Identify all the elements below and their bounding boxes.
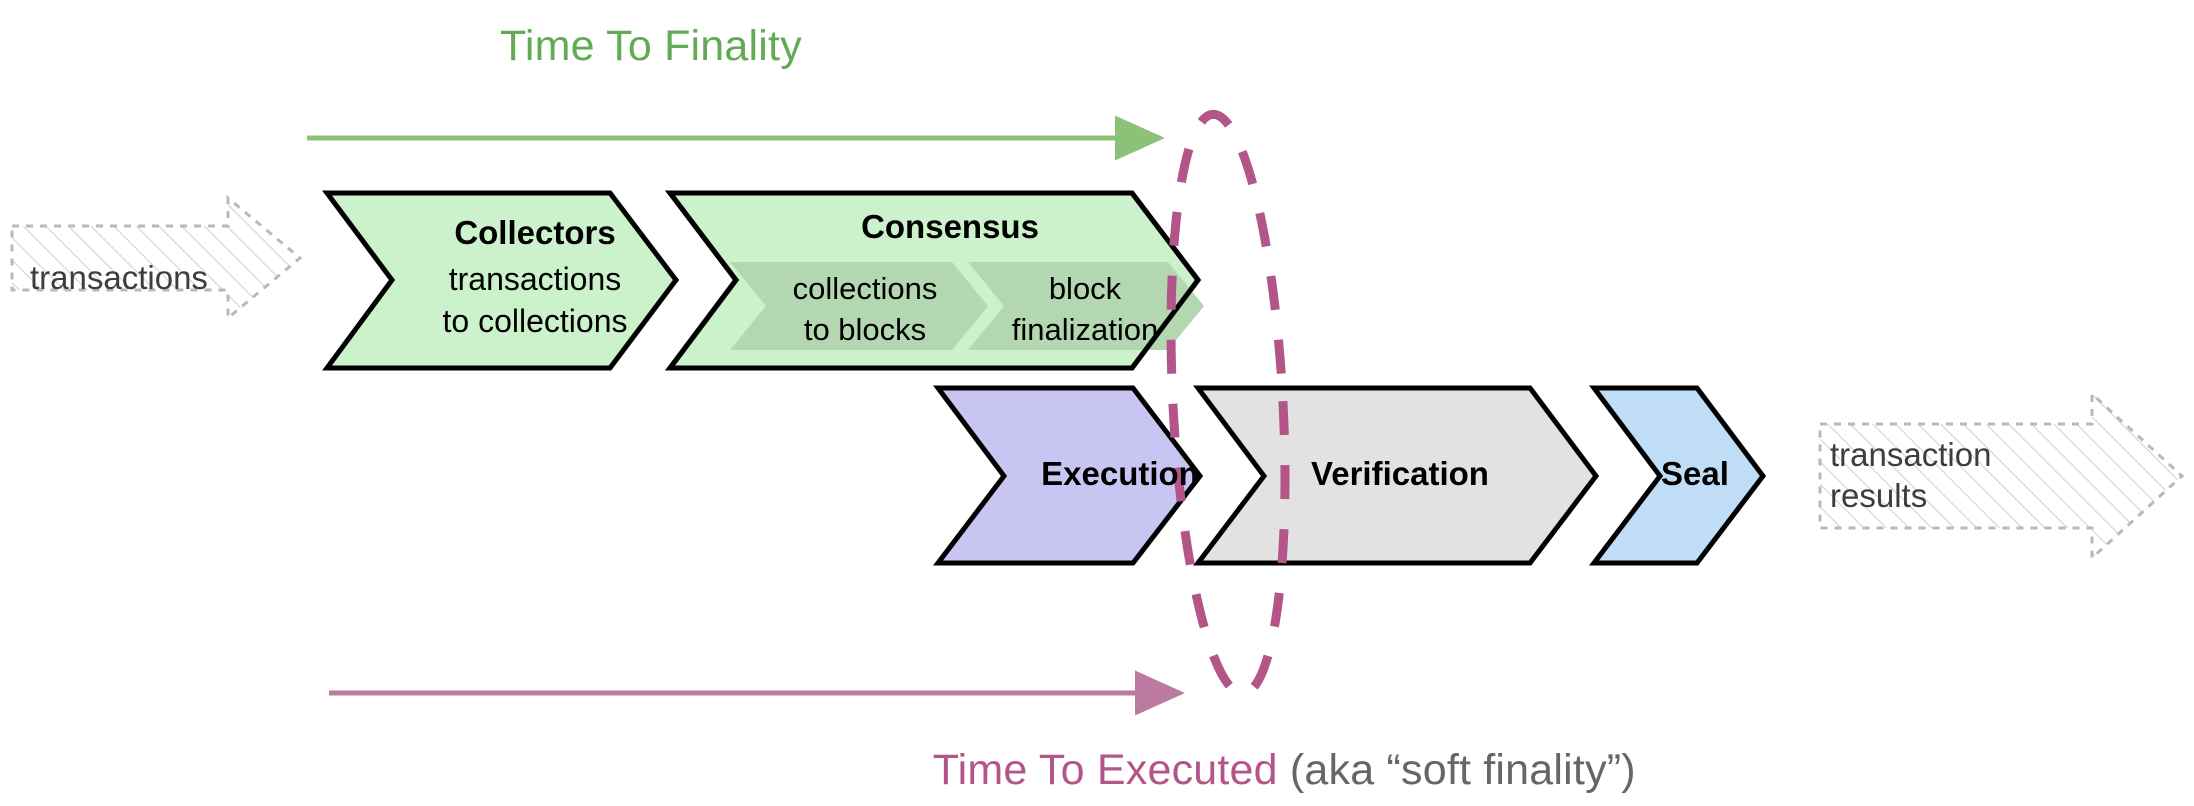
transactions-input-arrow: [10, 194, 303, 322]
collectors-title: Collectors: [454, 214, 616, 251]
block-finalization-line2: finalization: [1011, 312, 1159, 347]
time-to-finality-title: Time To Finality: [500, 22, 802, 70]
transaction-results-output-arrow: [1818, 390, 2185, 562]
block-finalization-subchevron[interactable]: [968, 262, 1204, 350]
transaction-results-line1: transaction: [1830, 436, 1992, 473]
block-finalization-line1: block: [1048, 271, 1122, 306]
execution-title: Execution: [1041, 455, 1199, 492]
verification-title: Verification: [1311, 455, 1489, 492]
time-to-executed-caption: Time To Executed (aka “soft finality”): [915, 728, 1636, 806]
time-to-executed-label: Time To Executed: [932, 746, 1278, 794]
transaction-results-line2: results: [1830, 477, 1928, 514]
seal-title: Seal: [1661, 455, 1729, 492]
collectors-sub-line1: transactions: [448, 261, 622, 297]
soft-finality-note: (aka “soft finality”): [1277, 746, 1636, 794]
verification-chevron[interactable]: [1192, 385, 1600, 566]
transactions-input-label: transactions: [30, 259, 208, 296]
collectors-sub-line2: to collections: [442, 303, 628, 339]
collectors-chevron[interactable]: [322, 190, 680, 371]
seal-chevron[interactable]: [1588, 385, 1767, 566]
consensus-title: Consensus: [861, 208, 1039, 245]
collections-to-blocks-line2: to blocks: [803, 312, 927, 347]
collections-to-blocks-subchevron[interactable]: [730, 262, 988, 350]
execution-chevron[interactable]: [932, 385, 1204, 566]
collections-to-blocks-line1: collections: [792, 271, 938, 306]
finality-boundary-ellipse: [1166, 109, 1290, 699]
consensus-chevron[interactable]: [664, 190, 1204, 371]
